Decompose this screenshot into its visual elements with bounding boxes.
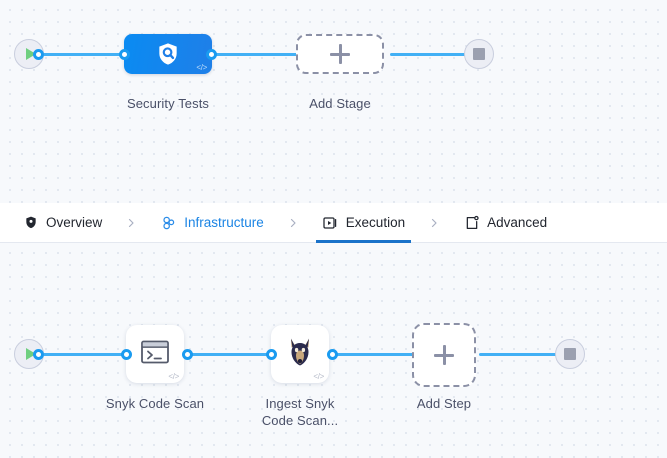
snyk-doberman-icon [286, 337, 314, 372]
edge-start-to-snyk-code-scan [38, 353, 128, 356]
step-label-snyk-code-scan: Snyk Code Scan [105, 396, 205, 411]
tab-execution-label: Execution [345, 215, 406, 230]
tab-overview-label: Overview [46, 215, 103, 230]
terminal-icon [140, 339, 170, 370]
code-badge-icon: </> [196, 63, 207, 72]
add-step-button[interactable] [412, 323, 476, 387]
edge-start-to-security-tests [38, 53, 128, 56]
stage-config-tabs: Overview Infrastructure [0, 203, 667, 243]
port-ingest-out[interactable] [327, 349, 338, 360]
tab-execution[interactable]: Execution [310, 203, 417, 243]
port-snyk-code-scan-out[interactable] [182, 349, 193, 360]
add-stage-label: Add Stage [309, 96, 371, 111]
add-step-label: Add Step [416, 396, 472, 411]
tab-separator-chevron-right-icon [114, 203, 148, 242]
step-node-snyk-code-scan[interactable]: </> [126, 325, 184, 383]
add-stage-button[interactable] [296, 34, 384, 74]
execution-play-box-icon [322, 214, 339, 231]
shield-search-icon [155, 41, 181, 67]
tab-separator-chevron-right-icon [417, 203, 451, 242]
port-ingest-in[interactable] [266, 349, 277, 360]
step-node-ingest-snyk-code-scan[interactable]: </> [271, 325, 329, 383]
stage-node-security-tests[interactable]: </> [124, 34, 212, 74]
code-badge-icon: </> [168, 372, 179, 381]
infrastructure-icon [160, 214, 177, 231]
edge-security-tests-to-add-stage [210, 53, 302, 56]
plus-icon [434, 345, 454, 365]
port-security-tests-in[interactable] [119, 49, 130, 60]
edge-add-step-to-end [479, 353, 564, 356]
pipeline-end-node[interactable] [464, 39, 494, 69]
step-label-line-1: Ingest Snyk [265, 396, 335, 411]
play-icon [25, 48, 36, 60]
play-icon [25, 348, 36, 360]
stop-icon [473, 48, 485, 60]
tab-separator-chevron-right-icon [276, 203, 310, 242]
step-label-ingest-snyk-code-scan: Ingest Snyk Code Scan... [238, 395, 362, 429]
tab-infrastructure-label: Infrastructure [184, 215, 264, 230]
tab-infrastructure[interactable]: Infrastructure [148, 203, 276, 242]
port-snyk-code-scan-in[interactable] [121, 349, 132, 360]
port-steps-start-out[interactable] [33, 349, 44, 360]
pipeline-steps-canvas[interactable]: </> Snyk Code Scan </> [0, 243, 667, 458]
steps-end-node[interactable] [555, 339, 585, 369]
port-security-tests-out[interactable] [206, 49, 217, 60]
stop-icon [564, 348, 576, 360]
edge-add-stage-to-end [390, 53, 472, 56]
port-start-out[interactable] [33, 49, 44, 60]
stage-label-security-tests: Security Tests [126, 96, 210, 111]
advanced-gear-icon [463, 214, 480, 231]
shield-icon [22, 214, 39, 231]
edge-snyk-code-scan-to-ingest [186, 353, 276, 356]
step-label-line-2: Code Scan... [261, 413, 339, 428]
tab-overview[interactable]: Overview [10, 203, 114, 242]
edge-ingest-to-add-step [330, 353, 415, 356]
tab-advanced[interactable]: Advanced [451, 203, 559, 242]
code-badge-icon: </> [313, 372, 324, 381]
plus-icon [330, 44, 350, 64]
tab-advanced-label: Advanced [487, 215, 548, 230]
pipeline-stages-canvas[interactable]: </> Security Tests Add Stage [0, 0, 667, 203]
